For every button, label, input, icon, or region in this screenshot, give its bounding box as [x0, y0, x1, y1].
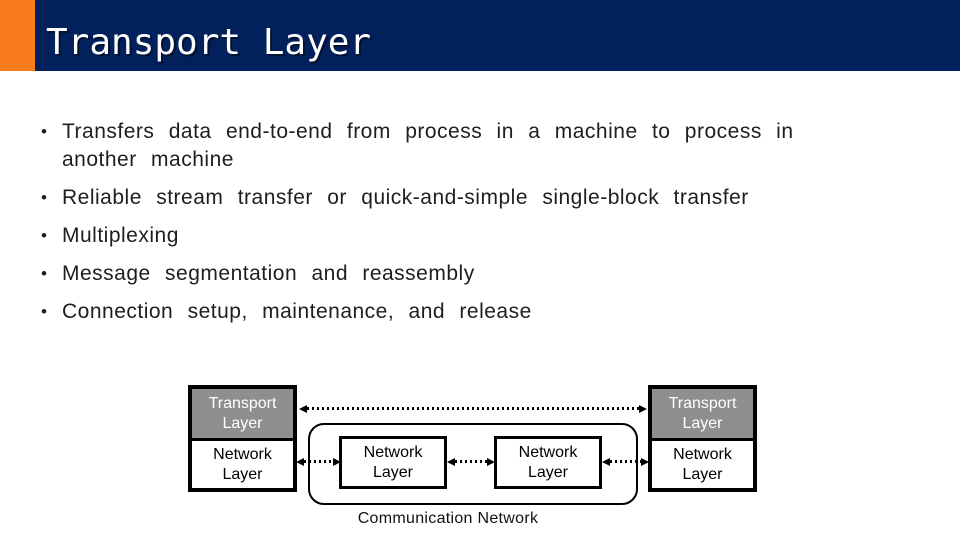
bullet-item: • Multiplexing: [38, 222, 838, 250]
bullet-dot-icon: •: [41, 226, 47, 245]
network-layer-node-1: Network Layer: [339, 436, 447, 489]
arrowhead-left-icon: [447, 457, 455, 466]
header-bar: [0, 0, 960, 71]
bullet-item: • Reliable stream transfer or quick-and-…: [38, 184, 838, 212]
bullet-text: Message segmentation and reassembly: [62, 262, 475, 285]
host-stack-right: Transport Layer Network Layer: [648, 385, 757, 492]
network-layer-box-left: Network Layer: [192, 441, 293, 488]
network-layer-node-2: Network Layer: [494, 436, 602, 489]
dotted-line: [455, 460, 487, 463]
arrowhead-right-icon: [639, 404, 647, 413]
dotted-line: [610, 460, 641, 463]
bullet-text: Reliable stream transfer or quick-and-si…: [62, 186, 749, 209]
transport-layer-box-right: Transport Layer: [652, 389, 753, 441]
arrowhead-left-icon: [299, 404, 307, 413]
bullet-item: • Transfers data end-to-end from process…: [38, 118, 838, 174]
bullet-dot-icon: •: [41, 302, 47, 321]
dotted-line: [307, 407, 639, 410]
transport-end-to-end-arrow: [299, 404, 647, 413]
bullet-dot-icon: •: [41, 122, 47, 141]
communication-network-boundary: [308, 423, 638, 505]
bullet-dot-icon: •: [41, 188, 47, 207]
network-link-arrow-middle: [447, 457, 495, 466]
bullet-dot-icon: •: [41, 264, 47, 283]
bullet-item: • Message segmentation and reassembly: [38, 260, 838, 288]
communication-network-label: Communication Network: [357, 510, 539, 527]
dotted-line: [304, 460, 333, 463]
bullet-list: • Transfers data end-to-end from process…: [38, 118, 838, 336]
network-link-arrow-right: [602, 457, 649, 466]
network-link-arrow-left: [296, 457, 341, 466]
bullet-text: Transfers data end-to-end from process i…: [62, 120, 794, 171]
bullet-item: • Connection setup, maintenance, and rel…: [38, 298, 838, 326]
host-stack-left: Transport Layer Network Layer: [188, 385, 297, 492]
arrowhead-right-icon: [641, 457, 649, 466]
bullet-text: Connection setup, maintenance, and relea…: [62, 300, 532, 323]
transport-layer-box-left: Transport Layer: [192, 389, 293, 441]
arrowhead-right-icon: [487, 457, 495, 466]
page-title: Transport Layer: [46, 22, 372, 63]
bullet-text: Multiplexing: [62, 224, 179, 247]
network-layer-box-right: Network Layer: [652, 441, 753, 488]
arrowhead-right-icon: [333, 457, 341, 466]
arrowhead-left-icon: [296, 457, 304, 466]
header-accent-block: [0, 0, 35, 71]
arrowhead-left-icon: [602, 457, 610, 466]
